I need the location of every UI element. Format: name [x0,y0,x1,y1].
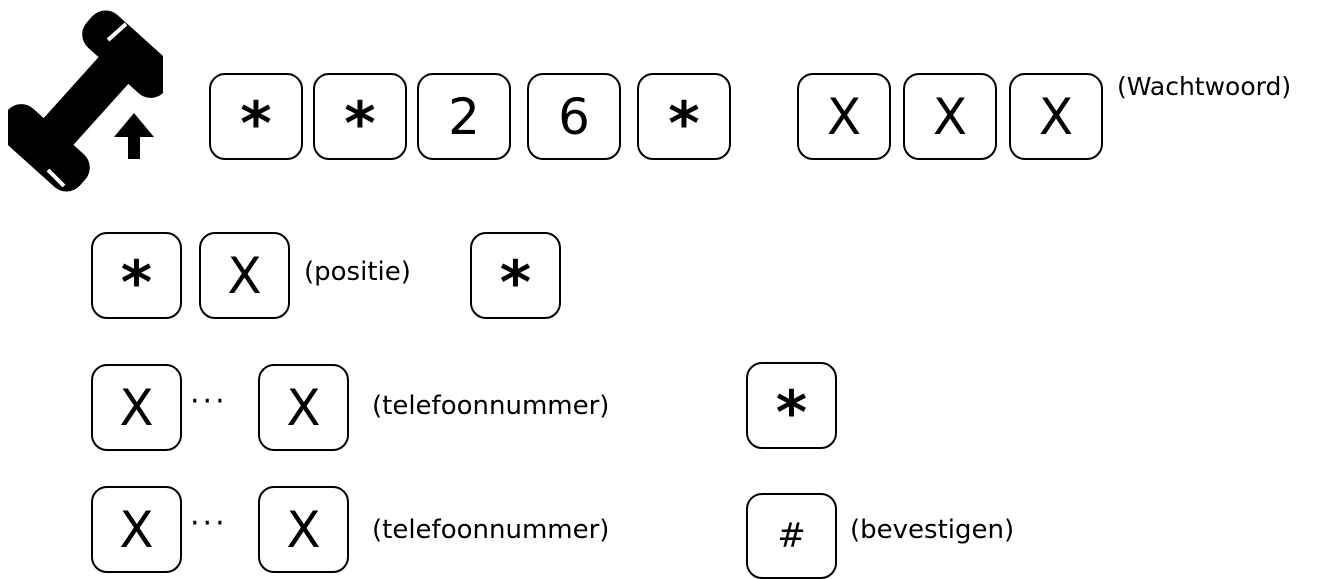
ellipsis: ··· [190,384,228,419]
key-hash: # [746,493,837,579]
key-digit: 6 [527,73,621,160]
arrow-up-icon [114,113,154,159]
confirm-label: (bevestigen) [850,515,1015,545]
key-number-last: X [258,486,349,573]
key-password-digit: X [797,73,891,160]
key-star: * [209,73,303,160]
phone-number-label: (telefoonnummer) [372,391,610,421]
key-star: * [313,73,407,160]
key-star: * [746,362,837,449]
key-number-first: X [91,364,182,451]
key-number-first: X [91,486,182,573]
key-position: X [199,232,290,319]
key-digit: 2 [417,73,511,160]
ellipsis: ··· [190,506,228,541]
phone-handset-icon [8,10,163,192]
key-number-last: X [258,364,349,451]
position-label: (positie) [304,257,411,287]
key-password-digit: X [1009,73,1103,160]
key-star: * [637,73,731,160]
key-star: * [91,232,182,319]
phone-number-label: (telefoonnummer) [372,515,610,545]
key-star: * [470,232,561,319]
password-label: (Wachtwoord) [1117,72,1292,101]
key-password-digit: X [903,73,997,160]
